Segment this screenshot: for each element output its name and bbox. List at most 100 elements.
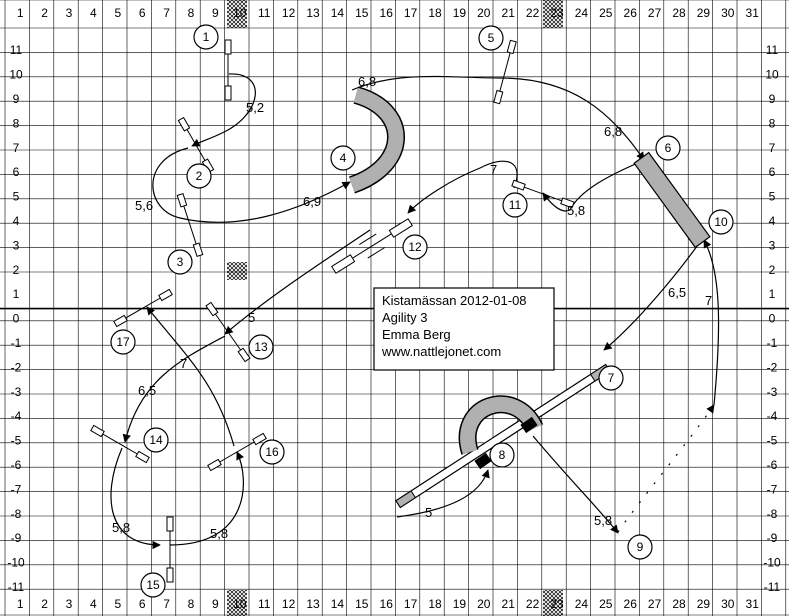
row-label-left: 4 <box>13 214 20 228</box>
row-label-right: -5 <box>767 434 778 448</box>
row-label-right: -3 <box>767 385 778 399</box>
svg-text:11: 11 <box>509 198 522 212</box>
column-label-bottom: 24 <box>575 597 589 611</box>
column-label-bottom: 13 <box>306 597 320 611</box>
row-label-right: -7 <box>767 482 778 496</box>
row-label-left: -4 <box>11 409 22 423</box>
column-label-top: 14 <box>331 6 345 20</box>
column-label-bottom: 3 <box>66 597 73 611</box>
path-segment <box>169 451 244 546</box>
distance-label: 5,8 <box>210 526 228 541</box>
column-label-top: 12 <box>282 6 296 20</box>
course-judge: Emma Berg <box>382 327 451 342</box>
restricted-zone <box>227 590 247 616</box>
jump-11 <box>511 179 575 209</box>
distance-label: 7 <box>180 356 187 371</box>
column-label-bottom: 29 <box>697 597 711 611</box>
obstacle-number-7: 7 <box>598 365 624 391</box>
column-label-bottom: 9 <box>212 597 219 611</box>
course-class: Agility 3 <box>382 310 428 325</box>
tunnel-8-end <box>474 452 492 470</box>
column-label-bottom: 2 <box>41 597 48 611</box>
handler-path <box>110 73 720 550</box>
column-label-bottom: 26 <box>624 597 638 611</box>
row-label-right: -11 <box>764 580 781 594</box>
svg-text:15: 15 <box>146 578 160 592</box>
row-label-left: -6 <box>11 458 22 472</box>
row-label-left: 11 <box>10 43 23 57</box>
column-label-top: 25 <box>599 6 613 20</box>
svg-text:9: 9 <box>637 540 644 554</box>
jump-15 <box>166 516 174 583</box>
jump-14 <box>90 424 150 464</box>
path-segment <box>146 306 235 447</box>
obstacle-number-9: 9 <box>627 534 653 560</box>
column-label-top: 18 <box>428 6 442 20</box>
row-label-right: 10 <box>765 68 779 82</box>
column-label-bottom: 1 <box>17 597 24 611</box>
column-label-bottom: 25 <box>599 597 613 611</box>
restricted-zone <box>227 262 247 280</box>
column-label-top: 30 <box>721 6 735 20</box>
jump-3 <box>176 193 204 257</box>
path-segment <box>191 73 256 147</box>
path-segment <box>532 435 619 534</box>
column-label-top: 21 <box>502 6 516 20</box>
distance-label: 5,8 <box>567 203 585 218</box>
row-label-right: 2 <box>769 263 776 277</box>
column-label-bottom: 12 <box>282 597 296 611</box>
column-label-bottom: 30 <box>721 597 735 611</box>
row-label-right: 11 <box>766 43 779 57</box>
column-label-bottom: 8 <box>188 597 195 611</box>
obstacle-number-13: 13 <box>248 334 274 360</box>
path-segment <box>224 229 371 335</box>
row-label-left: 2 <box>13 263 20 277</box>
row-label-right: -4 <box>767 409 778 423</box>
column-label-top: 10 <box>233 6 247 20</box>
obstacle-number-17: 17 <box>110 329 136 355</box>
svg-text:5: 5 <box>488 31 495 45</box>
svg-text:1: 1 <box>203 30 210 44</box>
column-label-top: 23 <box>550 6 564 20</box>
row-label-left: -10 <box>7 556 25 570</box>
distance-labels: 5,2 5,6 6,9 6,8 6,8 7 5,8 5 7 6,5 5,8 5 … <box>112 74 712 541</box>
svg-text:8: 8 <box>499 448 506 462</box>
jump-2 <box>177 116 215 174</box>
column-label-bottom: 10 <box>233 597 247 611</box>
column-label-top: 20 <box>477 6 491 20</box>
path-segment <box>152 147 351 223</box>
column-label-top: 9 <box>212 6 219 20</box>
path-segment <box>603 241 701 351</box>
distance-label: 7 <box>490 162 497 177</box>
path-segment <box>407 160 518 214</box>
distance-label: 6,5 <box>668 285 686 300</box>
row-label-right: 9 <box>769 92 776 106</box>
obstacle-number-2: 2 <box>186 163 212 189</box>
path-segment <box>122 335 226 443</box>
obstacle-number-6: 6 <box>655 135 681 161</box>
column-label-bottom: 14 <box>331 597 345 611</box>
column-label-bottom: 7 <box>163 597 170 611</box>
row-label-left: -3 <box>11 385 22 399</box>
column-label-top: 2 <box>41 6 48 20</box>
column-label-bottom: 5 <box>114 597 121 611</box>
restricted-zone <box>543 590 563 616</box>
path-segment <box>351 75 645 161</box>
column-label-top: 6 <box>139 6 146 20</box>
column-label-top: 29 <box>697 6 711 20</box>
restricted-zones <box>227 0 563 616</box>
column-label-bottom: 21 <box>502 597 516 611</box>
contact-obstacle-6 <box>633 151 711 249</box>
column-label-bottom: 18 <box>428 597 442 611</box>
column-label-top: 26 <box>624 6 638 20</box>
jump-16 <box>207 432 267 472</box>
obstacle-number-15: 15 <box>140 572 166 598</box>
obstacles <box>90 39 711 583</box>
axis-labels: 1122334455667788991010111112121313141415… <box>7 6 781 611</box>
column-label-top: 3 <box>66 6 73 20</box>
row-label-left: 8 <box>13 116 20 130</box>
obstacle-number-5: 5 <box>478 25 504 51</box>
column-label-bottom: 11 <box>258 597 271 611</box>
column-label-bottom: 27 <box>648 597 662 611</box>
row-label-right: 0 <box>769 312 776 326</box>
